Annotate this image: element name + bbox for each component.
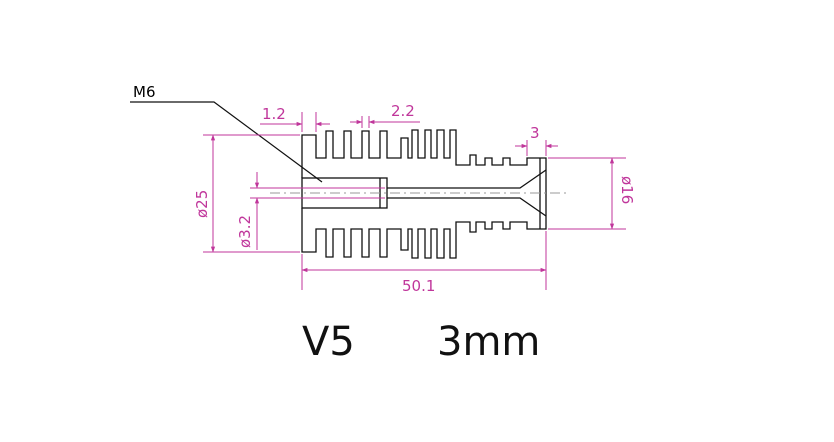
heatsink-outline [301,129,547,259]
bottom-fin-profile [301,208,547,259]
filament-bore [387,169,547,217]
dim-fin-thickness: 1.2 [262,105,286,123]
dim-bore-diameter: ø3.2 [236,215,254,248]
caption-filament-size: 3mm [437,319,541,365]
m6-thread-bore [301,177,388,209]
dim-overall-length: 50.1 [402,277,435,295]
m6-leader-line [130,101,323,183]
dim-outer-diameter: ø25 [193,190,211,218]
dimension-lines [203,112,626,290]
dim-collar-diameter: ø16 [618,176,636,204]
dim-fin-gap: 2.2 [391,102,415,120]
top-fin-profile [301,129,547,178]
m6-callout: M6 [130,83,323,183]
dim-collar-width: 3 [530,124,540,142]
m6-label: M6 [133,83,156,101]
caption-model: V5 [302,319,355,365]
